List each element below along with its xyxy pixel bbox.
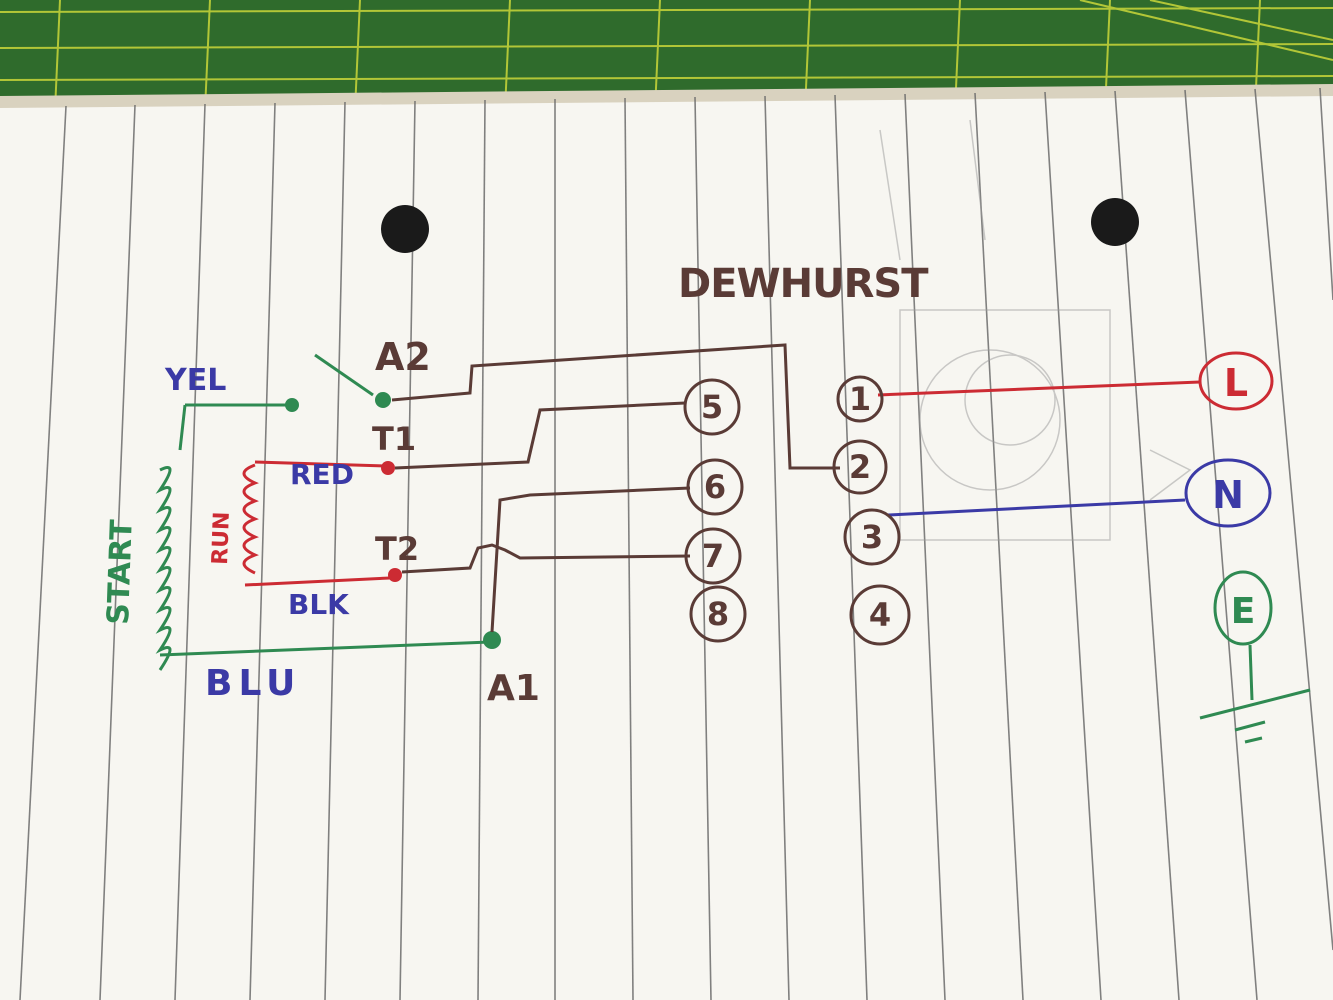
punch-hole-left (381, 205, 429, 253)
yel-terminal (285, 398, 299, 412)
blu-label: BLU (205, 663, 301, 704)
wiring (391, 343, 840, 633)
pencil-sketch (879, 119, 1192, 541)
live-wire (877, 380, 1201, 397)
run-winding (242, 460, 391, 587)
neutral-supply (1184, 458, 1272, 528)
t1-label: T1 (372, 420, 416, 458)
punch-hole-right (1091, 198, 1139, 246)
terminal-5: 5 (701, 388, 723, 426)
switch-contact-icon (314, 353, 391, 408)
earth-supply (1213, 570, 1273, 646)
red-label: RED (290, 458, 354, 491)
terminal-2: 2 (849, 448, 871, 486)
run-label: RUN (208, 511, 235, 565)
live-supply (1198, 351, 1274, 411)
live-label: L (1224, 361, 1248, 405)
terminal-8: 8 (707, 595, 729, 633)
blk-label: BLK (288, 588, 350, 621)
earth-ground-icon (1199, 644, 1311, 744)
a1-label: A1 (487, 668, 540, 709)
t1-terminal (381, 461, 395, 475)
terminal-block-left (683, 378, 747, 643)
brand-title: DEWHURST (678, 261, 929, 307)
terminal-3: 3 (861, 518, 883, 556)
terminal-7: 7 (702, 537, 724, 575)
earth-label: E (1231, 591, 1256, 632)
a1-terminal (483, 631, 501, 649)
terminal-4: 4 (869, 596, 891, 634)
neutral-label: N (1212, 473, 1244, 517)
start-winding (155, 403, 491, 671)
terminal-block-right (832, 375, 911, 646)
neutral-wire (887, 498, 1186, 517)
a2-label: A2 (375, 335, 431, 379)
coil-icon (155, 466, 172, 671)
coil-icon (242, 463, 259, 575)
yel-label: YEL (164, 363, 226, 398)
terminal-6: 6 (704, 468, 726, 506)
t2-label: T2 (375, 530, 419, 568)
start-label: START (101, 518, 140, 625)
notepad-paper (0, 84, 1333, 1000)
terminal-1: 1 (849, 380, 871, 418)
t2-terminal (388, 568, 402, 582)
